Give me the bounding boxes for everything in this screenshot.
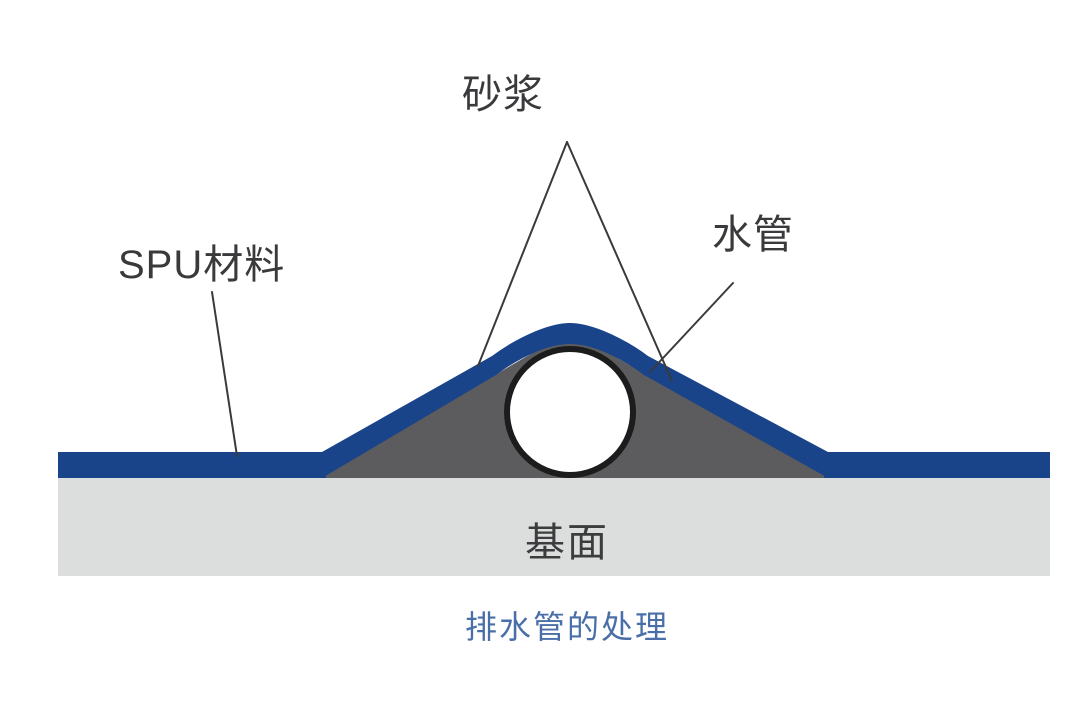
label-water-pipe: 水管 — [712, 213, 794, 257]
pipe-leader-line — [649, 282, 734, 373]
spu-membrane-flat-left — [58, 452, 326, 478]
spu-leader-line — [211, 291, 238, 457]
substrate-slab — [58, 478, 1050, 576]
diagram-caption: 排水管的处理 — [465, 609, 669, 645]
label-spu-material: SPU材料 — [118, 243, 285, 287]
mortar-leader-right-line — [566, 141, 673, 382]
water-pipe-outline — [504, 346, 636, 478]
spu-membrane-flat-right — [824, 452, 1050, 478]
label-mortar: 砂浆 — [462, 73, 544, 117]
spu-membrane-layer — [58, 323, 1050, 478]
label-substrate: 基面 — [525, 521, 609, 565]
mortar-leader-left-line — [477, 141, 568, 367]
